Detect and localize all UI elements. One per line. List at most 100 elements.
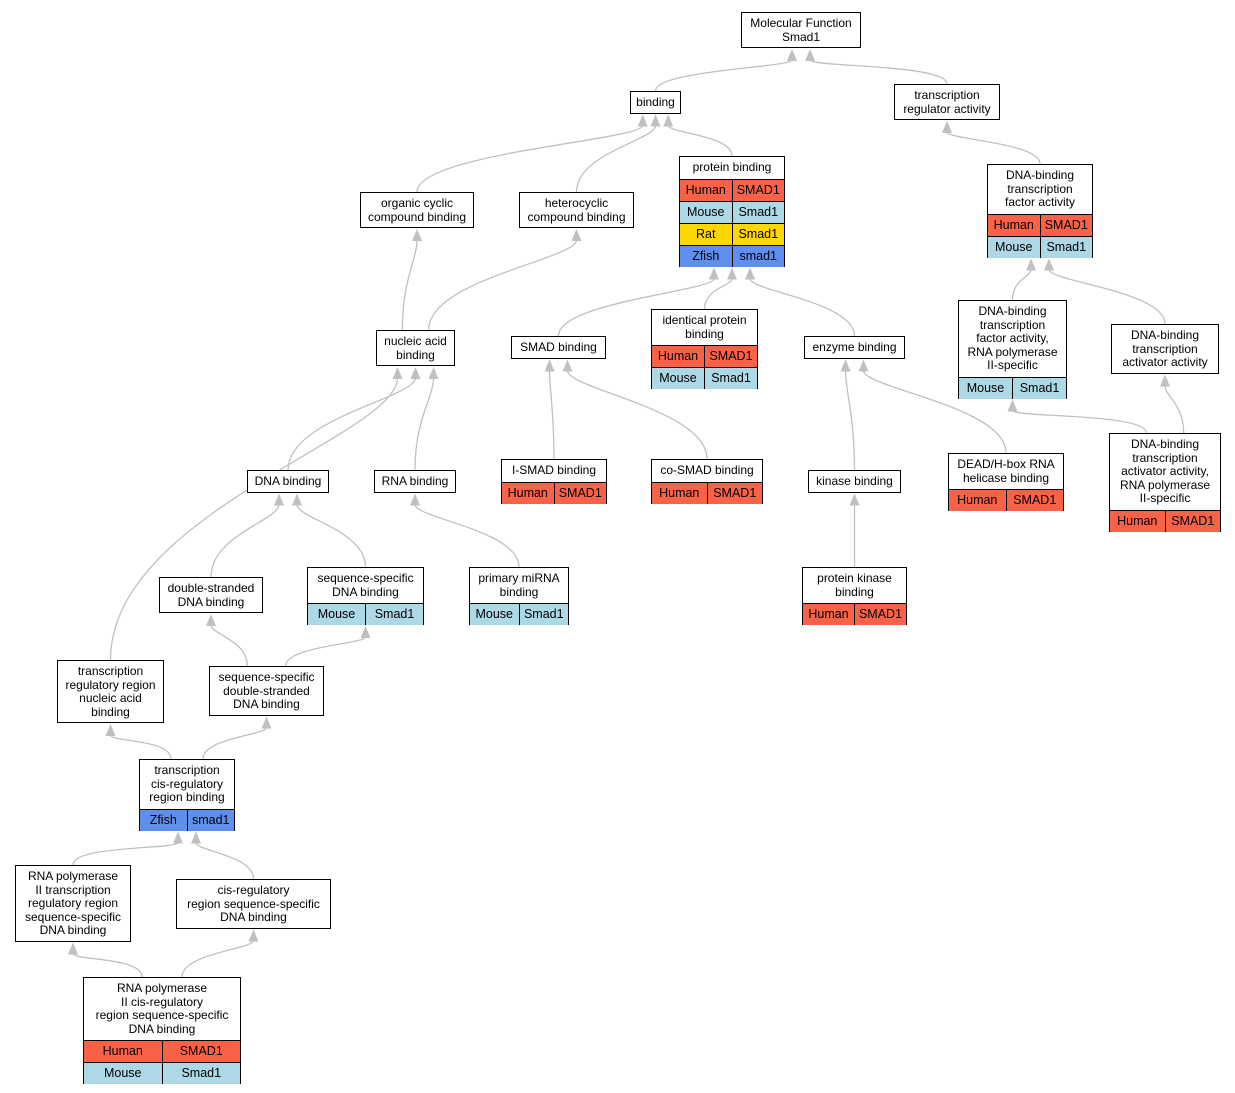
go-term-node-binding: binding [630, 91, 681, 114]
edge-line [296, 504, 367, 568]
edge-arrowhead [858, 359, 869, 372]
gene-symbol: Smad1 [711, 371, 751, 385]
gene-symbol: SMAD1 [858, 607, 903, 621]
edge-arrowhead [392, 367, 403, 379]
edge-line [195, 842, 255, 880]
edge-arrowhead [206, 614, 216, 626]
species-label: Human [803, 604, 855, 625]
species-label: Zfish [680, 245, 733, 267]
edge-line [287, 377, 417, 471]
gene-symbol: SMAD1 [1171, 513, 1215, 528]
species-label: Mouse [84, 1063, 163, 1084]
species-label: Human [652, 482, 708, 504]
go-term-label: DNA binding [254, 474, 322, 488]
edge-dead-to-enzb [858, 359, 1007, 454]
edge-arrowhead [191, 831, 201, 844]
go-term-label: SMAD binding [520, 340, 597, 354]
edge-line [202, 726, 268, 760]
species-row-human: Human SMAD1 [84, 1040, 240, 1062]
gene-symbol: SMAD1 [179, 1044, 223, 1058]
go-term-label: RNA binding [381, 474, 449, 488]
gene-symbol: Smad1 [374, 607, 415, 621]
species-label: Human [680, 179, 733, 201]
edge-tcrrb-to-ssdsdna [202, 716, 272, 760]
edge-arrowhead [562, 359, 573, 372]
edge-dbtaarnap-to-dbtaa [1160, 374, 1185, 434]
edge-arrowhead [787, 49, 797, 61]
species-label: Human [949, 490, 1007, 511]
edge-line [416, 124, 644, 193]
edge-line [414, 504, 520, 568]
gene-symbol: Smad1 [181, 1066, 222, 1080]
edge-enzb-to-protbind [745, 267, 856, 337]
edge-nab-to-hcb [428, 229, 582, 331]
edge-arrowhead [1007, 399, 1018, 412]
edge-arrowhead [410, 367, 421, 379]
go-term-label: binding [636, 95, 675, 109]
edge-arrowhead [360, 626, 371, 638]
gene-symbol: SMAD1 [1044, 217, 1088, 232]
edge-line [1048, 269, 1166, 325]
edge-dbtfa-to-tra [942, 121, 1041, 165]
species-label: Human [1110, 510, 1166, 532]
edge-line [862, 370, 1007, 454]
gene-symbol: Smad1 [738, 226, 779, 241]
edge-line [667, 124, 733, 157]
edge-line [1011, 409, 1147, 434]
edge-ocb-to-binding [416, 114, 648, 193]
species-row-mouse: Mouse Smad1 [84, 1062, 240, 1084]
edge-rnap2trr-to-tcrrb [72, 831, 183, 866]
edge-dbtaarnap-to-dbrnap [1007, 399, 1147, 434]
go-term-node-kinb: kinase binding [808, 470, 901, 493]
edge-tcrrb-to-trrnab [105, 724, 172, 760]
edge-arrowhead [663, 114, 674, 127]
edge-hcb-to-binding [575, 114, 661, 193]
edge-dsdna-to-dnab [210, 493, 284, 578]
gene-symbol: SMAD1 [736, 182, 780, 197]
species-label: Mouse [680, 201, 733, 223]
edge-line [401, 239, 418, 331]
edge-arrowhead [745, 267, 755, 280]
edge-pmirna-to-rnab [410, 493, 520, 568]
go-term-label: co-SMAD binding [660, 463, 754, 477]
go-term-label: enzyme binding [812, 340, 897, 354]
edge-arrowhead [840, 359, 851, 372]
go-term-label: kinase binding [816, 474, 893, 488]
edge-line [181, 940, 255, 978]
species-label: Human [84, 1041, 163, 1062]
edge-arrowhead [849, 493, 860, 506]
edge-line [844, 370, 856, 471]
species-label: Mouse [652, 368, 705, 389]
edge-ssdsdna-to-ssdna [285, 626, 371, 667]
